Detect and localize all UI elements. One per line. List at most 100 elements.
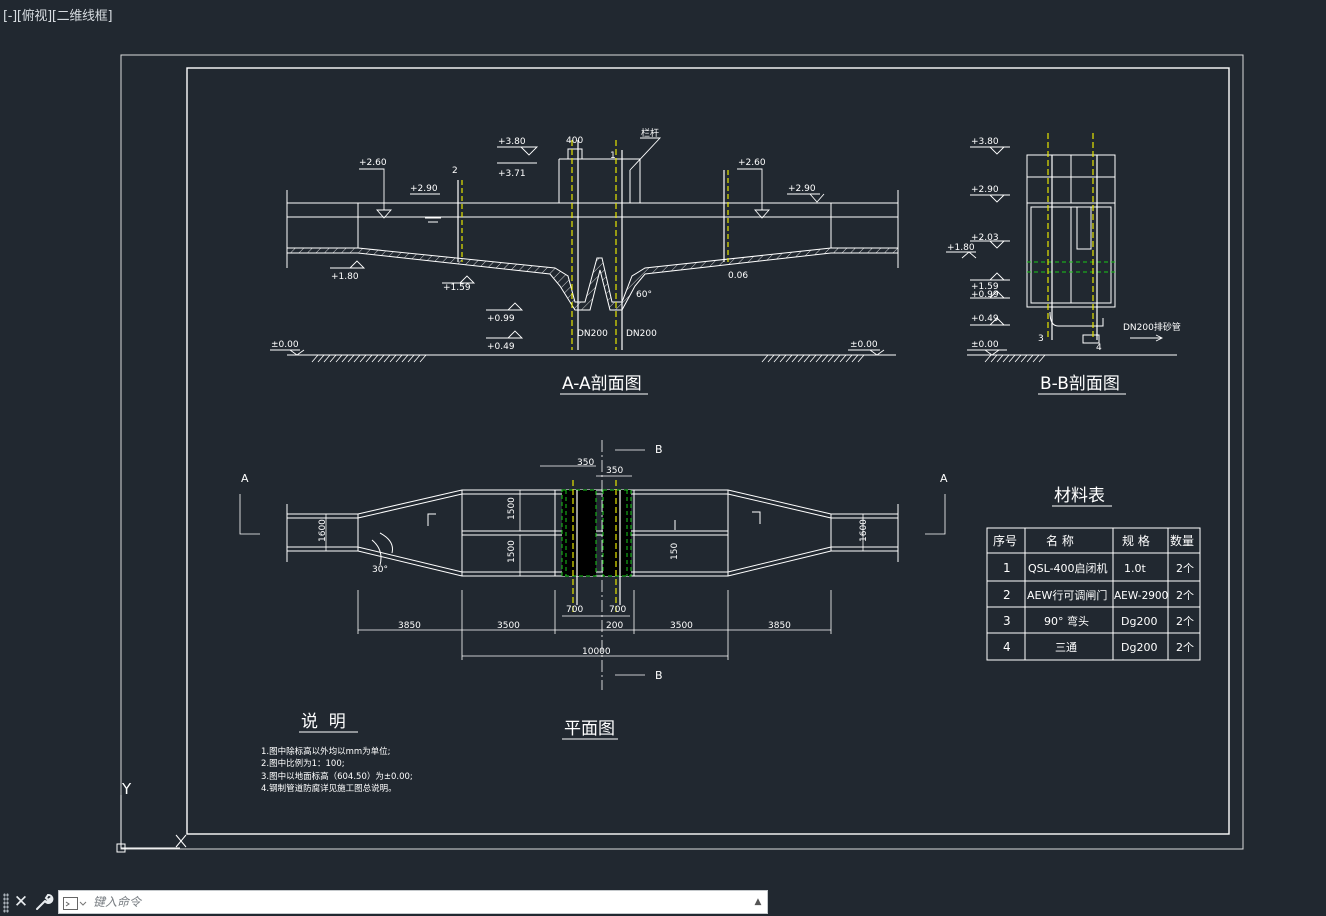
note-4: 4.钢制管道防腐详见施工图总说明。 <box>261 783 397 794</box>
sheet-outer-border <box>120 54 1244 850</box>
label-mark-3: 3 <box>1038 334 1044 344</box>
elev-aa-049: +0.49 <box>487 342 515 352</box>
dim-bottom-700-left: 700 <box>566 605 583 615</box>
section-bb-elevation-markers <box>946 146 1164 356</box>
section-aa <box>286 148 899 363</box>
td-r3-name: 90° 弯头 <box>1044 614 1089 628</box>
elev-bb-000: ±0.00 <box>971 340 999 350</box>
elev-bb-203: +2.03 <box>971 233 999 243</box>
elev-bb-180: +1.80 <box>947 243 975 253</box>
plan-dimensions <box>239 449 946 676</box>
dim-bottom-3500-right: 3500 <box>670 621 693 631</box>
notes-title: 说 明 <box>301 712 346 732</box>
wrench-icon[interactable] <box>34 892 54 912</box>
dim-bottom-3500-left: 3500 <box>497 621 520 631</box>
label-drain: DN200排砂管 <box>1123 321 1181 333</box>
th-spec: 规 格 <box>1122 533 1150 548</box>
command-input-box[interactable]: ▲ <box>58 890 768 914</box>
elev-bb-159: +1.59 <box>971 282 999 292</box>
dim-v-1600-right: 1600 <box>859 519 869 542</box>
sheet-inner-border <box>186 67 1230 835</box>
section-aa-labels: +3.80 +3.71 +2.60 +2.90 +2.60 +2.90 +1.8… <box>271 127 878 352</box>
note-3: 3.图中以地面标高（604.50）为±0.00; <box>261 771 413 782</box>
elev-aa-000-left: ±0.00 <box>271 340 299 350</box>
section-bb <box>967 154 1177 363</box>
ucs-icon <box>116 795 187 853</box>
dim-top-350-1: 350 <box>577 458 594 468</box>
th-name: 名 称 <box>1046 533 1074 548</box>
elev-aa-290-left: +2.90 <box>410 184 438 194</box>
section-bb-title: B-B剖面图 <box>1040 374 1120 394</box>
elev-aa-099: +0.99 <box>487 314 515 324</box>
dim-bottom-3850-right: 3850 <box>768 621 791 631</box>
dim-v-1500-top: 1500 <box>507 497 517 520</box>
label-pipe-left: DN200 <box>577 329 608 339</box>
section-bb-hidden <box>1027 261 1115 273</box>
elev-bb-099: +0.99 <box>971 290 999 300</box>
section-mark-a-left: A <box>241 472 249 485</box>
label-mark-2: 2 <box>452 166 458 176</box>
td-r3-qty: 2个 <box>1176 615 1194 628</box>
elev-bb-049: +0.49 <box>971 314 999 324</box>
dim-v-1600-left: 1600 <box>318 519 328 542</box>
td-r2-name: AEW行可调闸门 <box>1027 588 1107 602</box>
section-mark-b-bottom: B <box>655 669 663 682</box>
note-2: 2.图中比例为1：100; <box>261 758 345 769</box>
notes-list: 1.图中除标高以外均以mm为单位; 2.图中比例为1：100; 3.图中以地面标… <box>261 746 413 794</box>
material-table-text: 序号 名 称 规 格 数量 1 QSL-400启闭机 1.0t 2个 2 AEW… <box>993 533 1194 654</box>
elev-aa-260-left: +2.60 <box>359 158 387 168</box>
dim-angle-30: 30° <box>372 565 388 575</box>
note-1: 1.图中除标高以外均以mm为单位; <box>261 746 391 757</box>
elev-bb-380: +3.80 <box>971 137 999 147</box>
material-table-grid <box>986 527 1201 661</box>
dim-v-1500-bottom: 1500 <box>507 540 517 563</box>
td-r1-qty: 2个 <box>1176 562 1194 575</box>
plan-shafts <box>572 440 621 690</box>
dim-bottom-700-right: 700 <box>609 605 626 615</box>
command-line-bar: ✕ ▲ <box>0 888 768 916</box>
td-r1-index: 1 <box>1003 561 1011 575</box>
command-input[interactable] <box>93 893 743 911</box>
td-r4-spec: Dg200 <box>1121 641 1157 654</box>
td-r3-index: 3 <box>1003 614 1011 628</box>
ucs-y-label: Y <box>121 780 132 798</box>
section-bb-labels: +3.80 +2.90 +2.03 +1.80 +1.59 +0.99 +0.4… <box>947 137 1181 353</box>
label-mark-4: 4 <box>1096 343 1102 353</box>
viewport-controls-label[interactable]: [-][俯视][二维线框] <box>3 9 113 24</box>
elev-aa-000-right: ±0.00 <box>850 340 878 350</box>
elev-aa-380: +3.80 <box>498 137 526 147</box>
td-r2-qty: 2个 <box>1176 589 1194 602</box>
td-r1-name: QSL-400启闭机 <box>1028 561 1108 575</box>
section-aa-shafts <box>457 140 729 350</box>
elev-aa-159: +1.59 <box>443 283 471 293</box>
close-icon[interactable]: ✕ <box>13 892 29 912</box>
section-mark-b-top: B <box>655 443 663 456</box>
drawing-canvas[interactable]: +3.80 +3.71 +2.60 +2.90 +2.60 +2.90 +1.8… <box>0 0 1326 886</box>
elev-bb-290: +2.90 <box>971 185 999 195</box>
td-r4-index: 4 <box>1003 640 1011 654</box>
material-table-title: 材料表 <box>1054 486 1105 506</box>
section-aa-elevation-markers <box>270 137 885 356</box>
elev-aa-260-right: +2.60 <box>738 158 766 168</box>
grip-handle[interactable] <box>3 893 9 913</box>
elev-aa-371: +3.71 <box>498 169 526 179</box>
td-r2-spec: AEW-2900 <box>1114 590 1168 602</box>
td-r4-qty: 2个 <box>1176 641 1194 654</box>
elev-aa-006: 0.06 <box>728 271 748 281</box>
th-qty: 数量 <box>1170 533 1194 548</box>
dim-top-350-2: 350 <box>606 466 623 476</box>
td-r1-spec: 1.0t <box>1124 562 1146 575</box>
dim-bottom-200: 200 <box>606 621 623 631</box>
label-pipe-right: DN200 <box>626 329 657 339</box>
section-aa-title: A-A剖面图 <box>562 374 642 394</box>
td-r4-name: 三通 <box>1055 641 1077 654</box>
section-mark-a-right: A <box>940 472 948 485</box>
prompt-icon[interactable] <box>63 896 87 910</box>
elev-aa-180: +1.80 <box>331 272 359 282</box>
plan-hidden <box>561 489 632 577</box>
label-mark-1: 1 <box>610 151 616 161</box>
plan-labels: A A B B 350 350 1600 1500 1500 150 1600 … <box>241 443 948 682</box>
history-up-icon[interactable]: ▲ <box>754 897 762 907</box>
dim-aa-400: 400 <box>566 136 583 146</box>
label-angle: 60° <box>636 290 652 300</box>
